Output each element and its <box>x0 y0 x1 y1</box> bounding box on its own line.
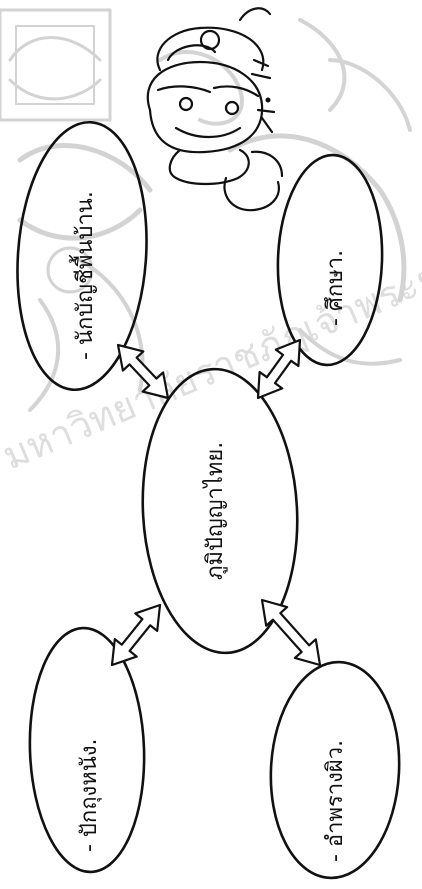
cartoon-character <box>146 7 284 212</box>
bubble-bottom-left <box>28 626 146 874</box>
center-bubble <box>141 367 299 655</box>
bubble-bottom-right <box>269 660 401 880</box>
bubble-top-left <box>16 120 148 392</box>
bubbles <box>16 120 401 880</box>
bubble-top-right <box>276 153 384 367</box>
center-label: ภูมิปัญญาไทย. <box>202 442 228 580</box>
arrow-center-bottom-left <box>110 603 162 667</box>
label-top-right: - ศึกษา. <box>323 250 348 326</box>
arrow-center-top-left <box>116 343 170 400</box>
label-bottom-left: - ปักถุงหนัง. <box>77 738 102 852</box>
label-top-left: - นักบัญชีพื้นบ้าน. <box>69 191 98 360</box>
labels: ภูมิปัญญาไทย. - นักบัญชีพื้นบ้าน. - ศึกษ… <box>69 191 348 862</box>
arrow-center-top-right <box>256 338 302 400</box>
seal-watermark <box>0 8 412 412</box>
label-bottom-right: - อำพรางผิว. <box>323 740 348 862</box>
connector-arrows <box>110 338 322 667</box>
arrow-center-bottom-right <box>260 598 322 667</box>
